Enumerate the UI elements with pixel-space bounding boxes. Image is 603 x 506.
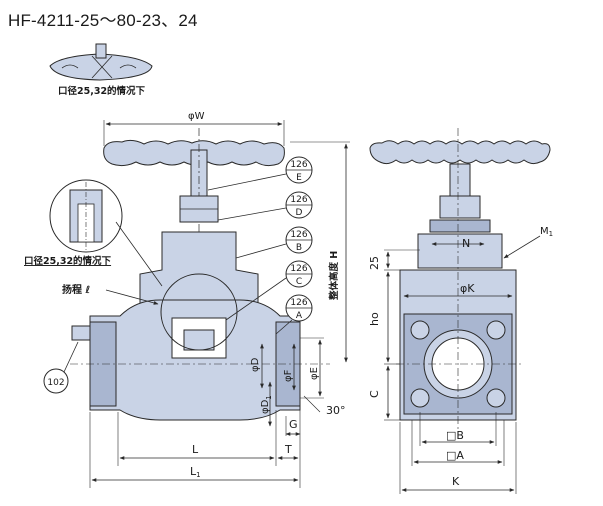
callout-126-E: 126 E <box>207 156 313 191</box>
svg-text:126: 126 <box>290 264 307 274</box>
callout-102: 102 <box>43 341 79 394</box>
dim-25: 25 <box>368 256 381 270</box>
dim-N: N <box>462 237 470 250</box>
left-detail-circle <box>49 179 163 287</box>
svg-text:126: 126 <box>290 160 307 170</box>
dim-phiE: φE <box>309 367 320 380</box>
svg-text:126: 126 <box>290 195 307 205</box>
dim-L1: L1 <box>190 465 201 479</box>
dim-angle: 30° <box>326 404 346 417</box>
svg-text:E: E <box>296 173 302 183</box>
dim-phiK: φK <box>460 282 475 295</box>
front-view <box>70 128 330 421</box>
dim-B: □B <box>446 429 464 442</box>
svg-text:B: B <box>296 243 302 253</box>
dim-phiF: φF <box>283 369 294 382</box>
dim-K: K <box>452 475 460 488</box>
top-handwheel-detail <box>49 43 153 81</box>
svg-text:126: 126 <box>290 230 307 240</box>
dim-ho: ho <box>368 312 381 326</box>
callout-126-A: 126 A <box>275 294 313 335</box>
left-detail-note: 口径25,32的情况下 <box>24 255 112 267</box>
svg-text:A: A <box>296 311 303 321</box>
drawing-title: HF-4211-25～80-23、24 <box>8 11 198 30</box>
dim-M1: M1 <box>540 226 553 238</box>
svg-text:C: C <box>296 277 302 287</box>
dim-G: G <box>289 418 298 431</box>
callout-126-B: 126 B <box>235 226 313 259</box>
dim-A: □A <box>446 449 464 462</box>
dim-overall-height: 整体高度 H <box>328 251 340 301</box>
callout-126-C: 126 C <box>225 260 313 321</box>
dim-T: T <box>284 443 292 456</box>
lift-label: 扬程 ℓ <box>62 283 90 296</box>
svg-text:102: 102 <box>47 378 64 388</box>
svg-text:126: 126 <box>290 298 307 308</box>
dim-phiD: φD <box>250 357 261 372</box>
dim-L: L <box>192 443 199 456</box>
dim-phiW: φW <box>188 111 205 122</box>
callout-126-D: 126 D <box>217 191 313 221</box>
dim-phiD1: φD1 <box>260 395 273 414</box>
svg-text:D: D <box>296 208 303 218</box>
dim-C: C <box>368 390 381 398</box>
top-detail-note: 口径25,32的情况下 <box>58 85 146 97</box>
